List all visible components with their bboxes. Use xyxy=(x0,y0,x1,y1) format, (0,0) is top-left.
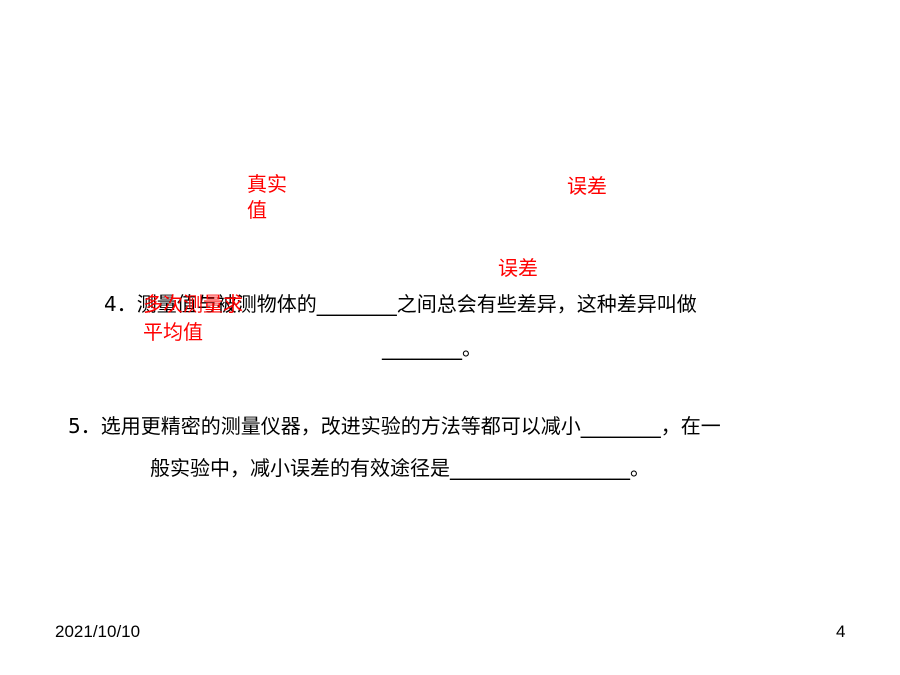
question-5-line-2: 般实验中，减小误差的有效途径是__________________。 xyxy=(150,456,650,480)
page-number: 4 xyxy=(836,622,846,641)
answer-average: 平均值 xyxy=(143,320,203,344)
question-5-line-1: 5．选用更精密的测量仪器，改进实验的方法等都可以减小________，在一 xyxy=(68,414,721,438)
answer-multi-measure: 多次测量求 xyxy=(143,292,243,316)
question-4-line-1: 4．测量值与被测物体的________之间总会有些差异，这种差异叫做 xyxy=(104,292,697,316)
answer-true-value-line-1: 真实 xyxy=(247,172,287,196)
footer-date: 2021/10/10 xyxy=(55,622,141,641)
question-4-line-2: ________。 xyxy=(382,336,482,360)
answer-error-1: 误差 xyxy=(567,174,607,198)
answer-true-value-line-2: 值 xyxy=(247,198,267,222)
answer-error-2: 误差 xyxy=(498,256,538,280)
